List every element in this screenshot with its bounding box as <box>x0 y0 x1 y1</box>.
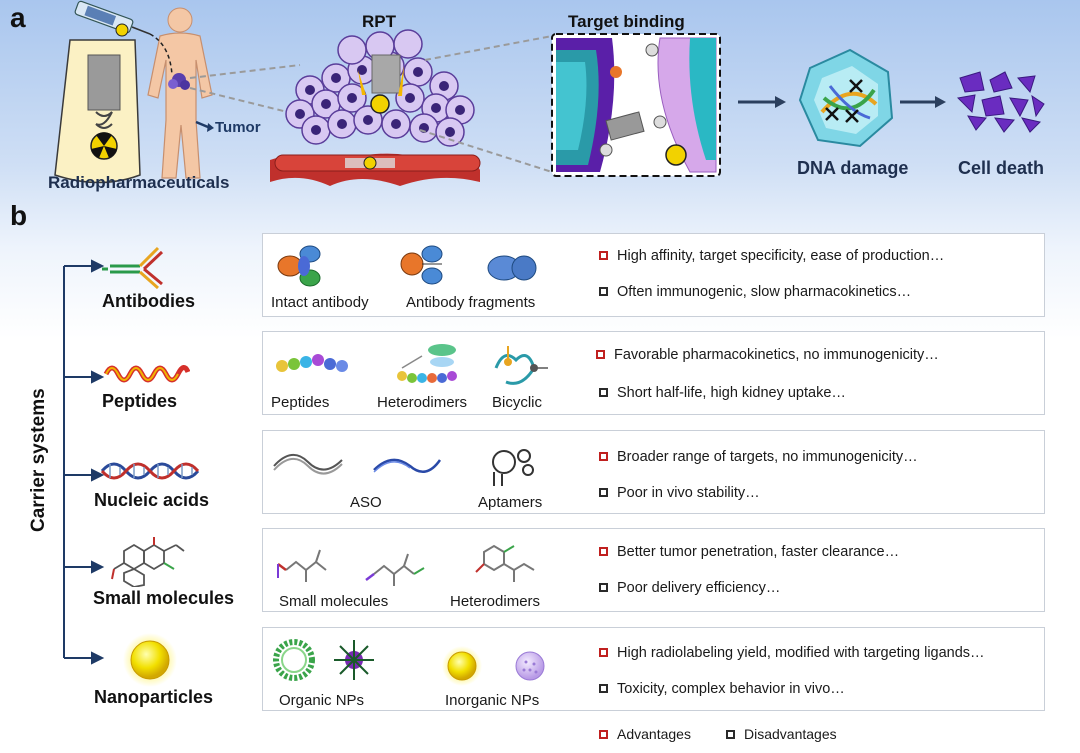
disadvantage-antibodies: Often immunogenic, slow pharmacokinetics… <box>599 284 911 300</box>
disadvantage-marker-icon <box>599 286 608 296</box>
radiopharmaceuticals-label: Radiopharmaceuticals <box>48 173 230 192</box>
tumor-arrow <box>195 120 209 129</box>
advantage-marker-icon <box>599 451 608 461</box>
item-heterodimers-small-molecule: Heterodimers <box>450 593 541 610</box>
antibody-icon <box>102 246 164 290</box>
syringe-illustration <box>74 0 151 37</box>
advantage-peptides: Favorable pharmacokinetics, no immunogen… <box>596 347 939 363</box>
disadvantage-nanoparticles: Toxicity, complex behavior in vivo… <box>599 681 845 697</box>
target-binding-illustration <box>551 33 721 177</box>
nanoparticle-structures-icon <box>273 639 545 686</box>
disadvantage-marker-icon <box>599 683 608 693</box>
peptide-structures-icon <box>276 344 548 385</box>
cell-death-label: Cell death <box>958 158 1045 178</box>
panel-a-letter: a <box>10 2 26 33</box>
panel-a-illustration <box>54 0 1045 186</box>
peptide-helix-icon <box>103 365 190 383</box>
item-small-molecules: Small molecules <box>279 593 389 610</box>
row-antibodies <box>262 233 1045 317</box>
item-aptamers: Aptamers <box>478 494 543 511</box>
carrier-systems-axis-label: Carrier systems <box>28 388 49 532</box>
target-binding-label: Target binding <box>568 12 685 31</box>
disadvantage-marker-icon <box>599 387 608 397</box>
carrier-small-molecules-label: Small molecules <box>93 588 235 608</box>
carrier-antibodies-label: Antibodies <box>102 291 195 311</box>
legend-disadvantages: Disadvantages <box>726 726 837 742</box>
nanoparticle-sphere-icon <box>123 633 177 687</box>
advantage-nucleic-acids: Broader range of targets, no immunogenic… <box>599 449 918 465</box>
disadvantage-marker-icon <box>599 487 608 497</box>
small-molecule-structures-icon <box>277 544 535 586</box>
radiopharmaceutical-vial-illustration <box>54 39 141 184</box>
disadvantage-nucleic-acids: Poor in vivo stability… <box>599 485 760 501</box>
row-nucleic-acids <box>262 430 1045 514</box>
advantage-marker-icon <box>599 250 608 260</box>
dna-helix-icon <box>100 462 200 480</box>
carrier-systems-axis <box>63 259 105 665</box>
legend-advantages: Advantages <box>599 726 691 742</box>
panel-b-letter: b <box>10 200 28 231</box>
advantage-antibodies: High affinity, target specificity, ease … <box>599 248 944 264</box>
advantage-small-molecules: Better tumor penetration, faster clearan… <box>599 544 899 560</box>
carrier-nanoparticles-label: Nanoparticles <box>94 687 214 707</box>
advantage-marker-icon <box>599 729 608 739</box>
dna-damage-illustration <box>798 48 894 148</box>
advantage-marker-icon <box>599 647 608 657</box>
item-antibody-fragments: Antibody fragments <box>406 294 536 311</box>
item-inorganic-nps: Inorganic NPs <box>445 692 540 709</box>
carrier-peptides-label: Peptides <box>102 391 178 411</box>
tumor-cell-cluster-illustration <box>270 29 481 186</box>
advantage-marker-icon <box>596 349 605 359</box>
item-peptides: Peptides <box>271 394 330 411</box>
row-peptides <box>262 331 1045 415</box>
disadvantage-small-molecules: Poor delivery efficiency… <box>599 580 780 596</box>
antibody-structures-icon <box>277 245 537 287</box>
row-nanoparticles <box>262 627 1045 711</box>
advantage-marker-icon <box>599 546 608 556</box>
disadvantage-peptides: Short half-life, high kidney uptake… <box>599 385 846 401</box>
cell-death-illustration <box>956 71 1045 133</box>
small-molecule-icon <box>111 537 185 587</box>
human-body-illustration <box>147 7 213 179</box>
item-bicyclic: Bicyclic <box>492 394 543 411</box>
item-organic-nps: Organic NPs <box>279 692 365 709</box>
disadvantage-marker-icon <box>599 582 608 592</box>
nucleic-acid-structures-icon <box>273 449 534 486</box>
tumor-label: Tumor <box>215 119 261 136</box>
item-intact-antibody: Intact antibody <box>271 294 369 311</box>
item-heterodimers-peptide: Heterodimers <box>377 394 468 411</box>
disadvantage-marker-icon <box>726 729 735 739</box>
advantage-nanoparticles: High radiolabeling yield, modified with … <box>599 645 985 661</box>
row-small-molecules <box>262 528 1045 612</box>
item-aso: ASO <box>350 494 382 511</box>
carrier-nucleic-acids-label: Nucleic acids <box>94 490 210 510</box>
rpt-label: RPT <box>362 12 396 31</box>
dna-damage-label: DNA damage <box>797 158 909 178</box>
